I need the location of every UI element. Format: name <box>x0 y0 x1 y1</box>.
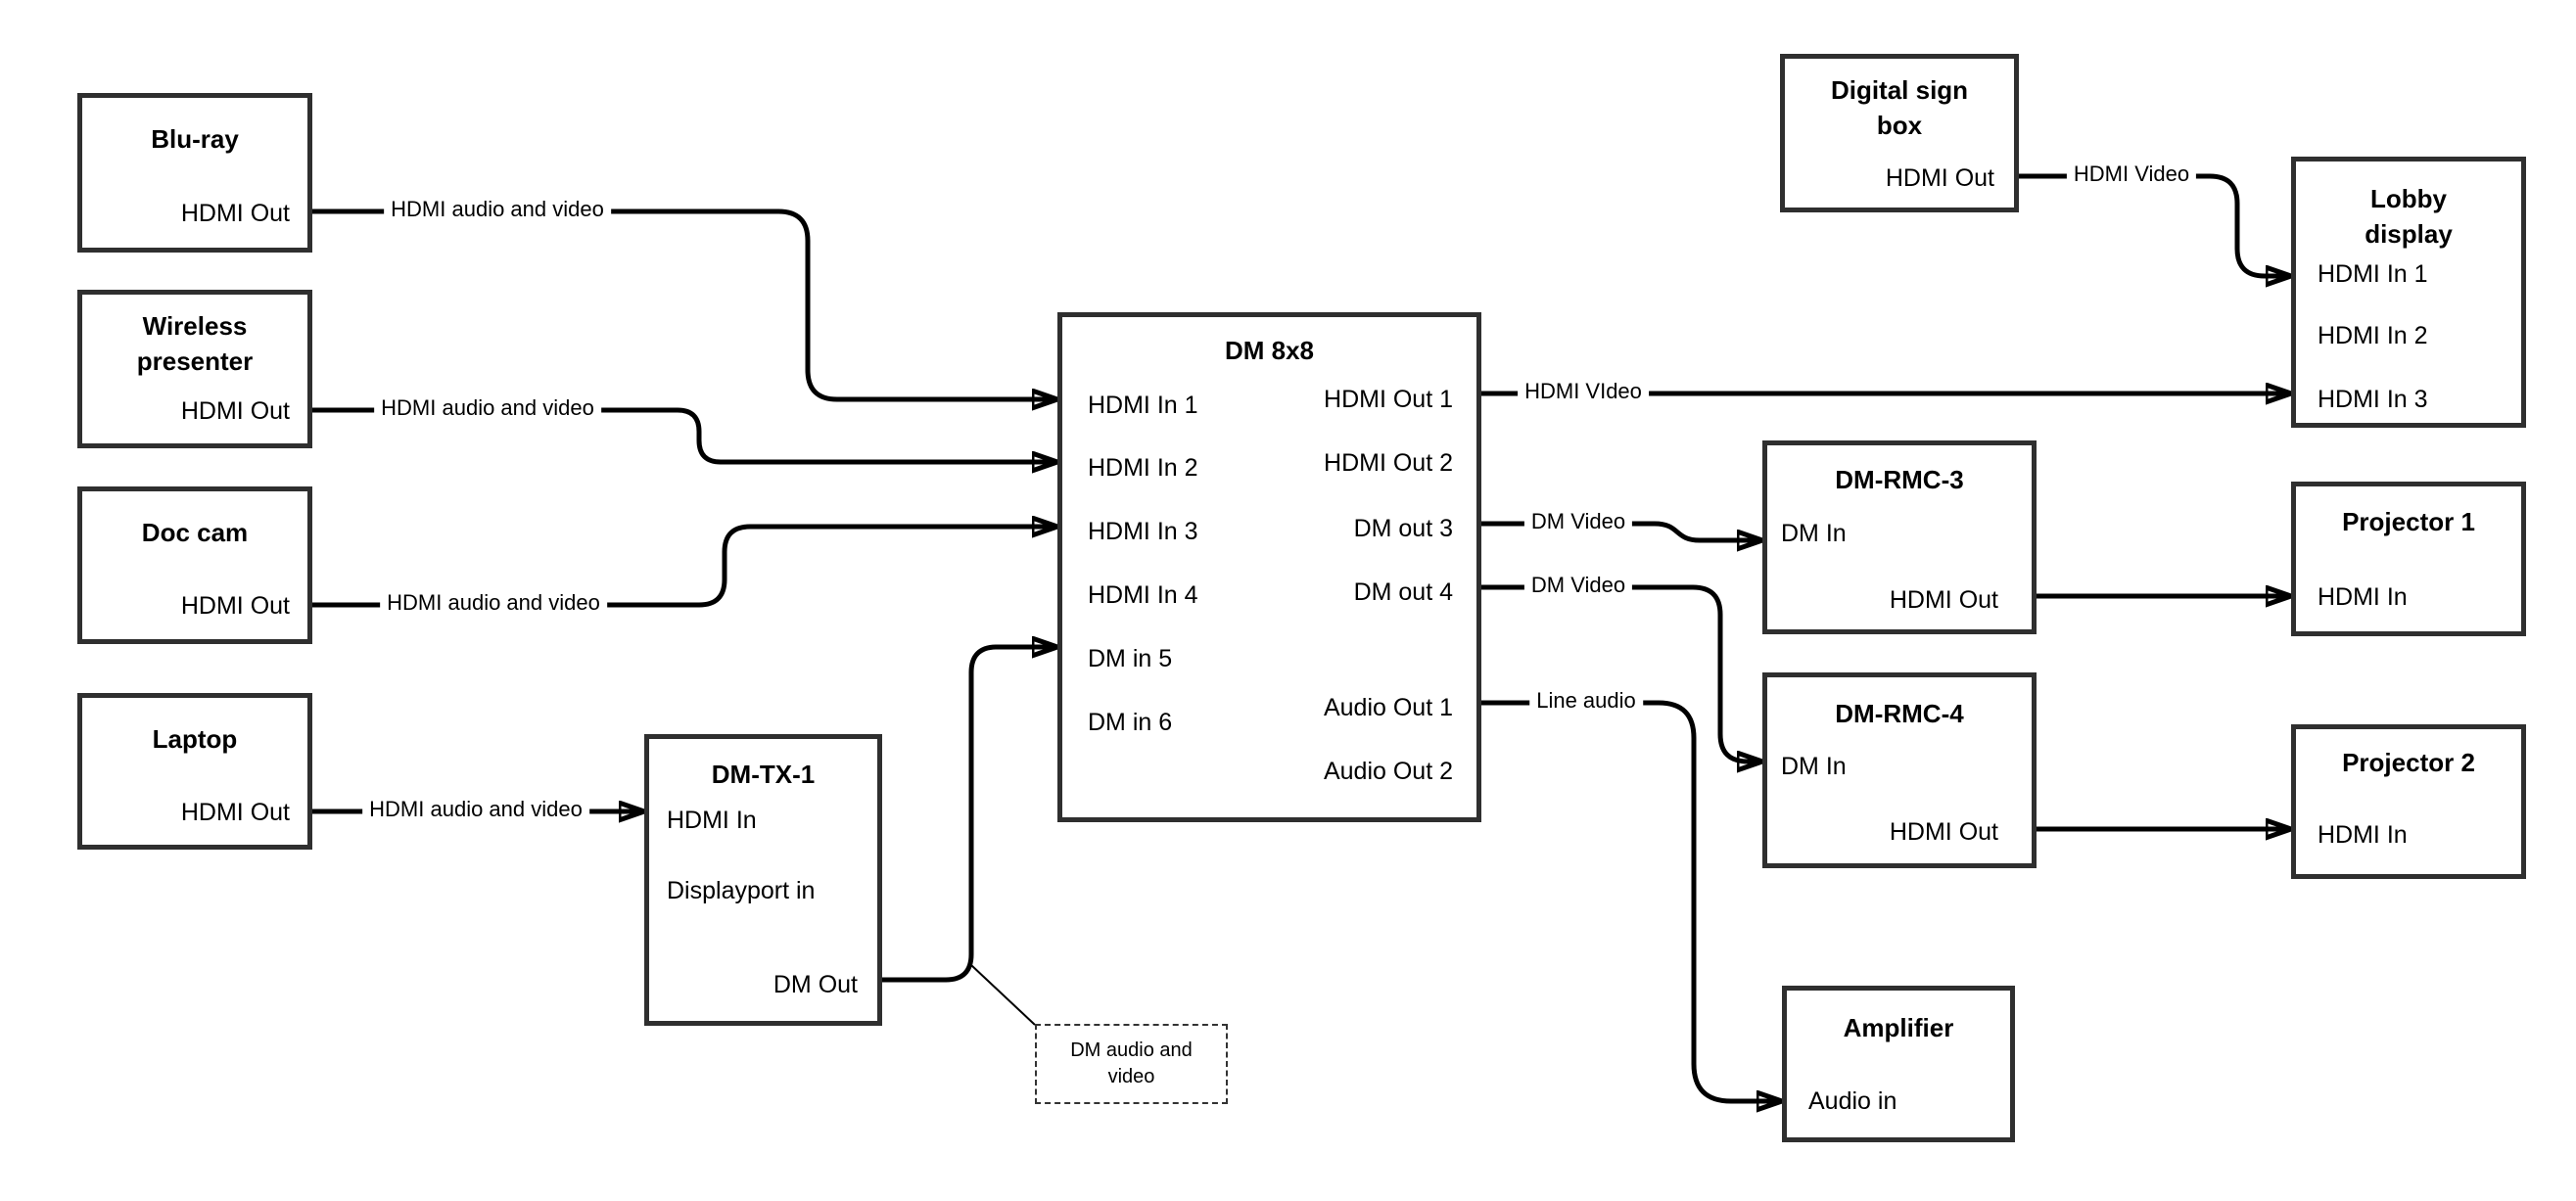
port-hdmi-out: HDMI Out <box>180 592 290 620</box>
port-hdmi-in-2: HDMI In 2 <box>2318 322 2428 349</box>
port-hdmi-out-2: HDMI Out 2 <box>1324 449 1453 477</box>
node-title: DM-TX-1 <box>711 760 816 789</box>
port-dm-in-6: DM in 6 <box>1088 709 1173 736</box>
port-audio-out-2: Audio Out 2 <box>1323 758 1453 785</box>
node-projector-2: Projector 2 HDMI In <box>2291 724 2526 879</box>
port-hdmi-in-3: HDMI In 3 <box>1088 518 1198 545</box>
port-hdmi-out-1: HDMI Out 1 <box>1324 386 1453 413</box>
port-hdmi-in-1: HDMI In 1 <box>2318 260 2428 288</box>
wire-label-hdmi-av-bluray: HDMI audio and video <box>384 197 611 222</box>
port-dm-in: DM In <box>1781 753 1847 780</box>
node-dm-rmc-4: DM-RMC-4 DM In HDMI Out <box>1762 672 2037 868</box>
port-dm-out-4: DM out 4 <box>1353 578 1453 606</box>
note-dm-audio-video: DM audio and video <box>1035 1024 1228 1104</box>
wire-wireless-to-dm8x8-in2 <box>312 407 1057 462</box>
port-displayport-in: Displayport in <box>667 877 816 904</box>
wire-dmtx1-to-dm8x8-in5 <box>882 647 1057 983</box>
wire-label-hdmi-video-digitalsign: HDMI Video <box>2066 162 2197 187</box>
port-audio-in: Audio in <box>1808 1087 1897 1115</box>
note-leader-line <box>970 964 1036 1026</box>
wire-label-hdmi-av-laptop: HDMI audio and video <box>362 797 589 822</box>
node-projector-1: Projector 1 HDMI In <box>2291 482 2526 636</box>
node-lobby-display: Lobby display HDMI In 1 HDMI In 2 HDMI I… <box>2291 157 2526 428</box>
wire-label-hdmi-video-out1: HDMI VIdeo <box>1518 379 1649 404</box>
node-title: Projector 1 <box>2342 507 2475 536</box>
node-wireless-presenter: Wireless presenter HDMI Out <box>77 290 312 448</box>
port-audio-out-1: Audio Out 1 <box>1323 694 1453 721</box>
node-digital-sign-box: Digital sign box HDMI Out <box>1780 54 2019 212</box>
port-hdmi-in: HDMI In <box>2318 821 2408 849</box>
node-title: Doc cam <box>141 518 249 547</box>
wire-label-dm-video-out4: DM Video <box>1523 573 1633 598</box>
node-amplifier: Amplifier Audio in <box>1782 986 2015 1142</box>
node-title: DM-RMC-4 <box>1835 699 1964 728</box>
node-title: DM-RMC-3 <box>1835 465 1964 494</box>
port-hdmi-in-3: HDMI In 3 <box>2318 386 2428 413</box>
port-hdmi-out: HDMI Out <box>180 397 290 425</box>
node-dm-8x8: DM 8x8 HDMI In 1 HDMI In 2 HDMI In 3 HDM… <box>1057 312 1481 822</box>
wire-bluray-to-dm8x8-in1 <box>312 208 1057 399</box>
node-dm-tx-1: DM-TX-1 HDMI In Displayport in DM Out <box>644 734 882 1026</box>
wire-dm8x8-out3-to-rmc3 <box>1481 521 1762 540</box>
wire-label-hdmi-av-wireless: HDMI audio and video <box>374 395 601 421</box>
node-title: Amplifier <box>1843 1013 1954 1042</box>
node-title: Projector 2 <box>2342 748 2475 777</box>
port-hdmi-out: HDMI Out <box>180 200 290 227</box>
port-dm-in: DM In <box>1781 520 1847 547</box>
port-dm-out-3: DM out 3 <box>1353 515 1453 542</box>
node-title: DM 8x8 <box>1224 336 1315 365</box>
wire-label-hdmi-av-doccam: HDMI audio and video <box>380 590 607 616</box>
port-hdmi-out: HDMI Out <box>1889 818 1998 846</box>
port-hdmi-in-1: HDMI In 1 <box>1088 392 1198 419</box>
port-hdmi-out: HDMI Out <box>1889 586 1998 614</box>
node-title: Laptop <box>152 724 238 754</box>
port-hdmi-out: HDMI Out <box>180 799 290 826</box>
port-hdmi-in-4: HDMI In 4 <box>1088 581 1198 609</box>
wire-label-line-audio: Line audio <box>1529 688 1643 714</box>
port-hdmi-in: HDMI In <box>667 807 757 834</box>
wire-doccam-to-dm8x8-in3 <box>312 527 1057 608</box>
port-hdmi-in-2: HDMI In 2 <box>1088 454 1198 482</box>
wire-dm8x8-out4-to-rmc4 <box>1481 584 1762 762</box>
node-blu-ray: Blu-ray HDMI Out <box>77 93 312 253</box>
port-hdmi-in: HDMI In <box>2318 583 2408 611</box>
node-laptop: Laptop HDMI Out <box>77 693 312 850</box>
node-doc-cam: Doc cam HDMI Out <box>77 486 312 644</box>
port-hdmi-out: HDMI Out <box>1885 164 1994 192</box>
port-dm-out: DM Out <box>773 971 858 998</box>
node-dm-rmc-3: DM-RMC-3 DM In HDMI Out <box>1762 440 2037 634</box>
wire-label-dm-video-out3: DM Video <box>1523 509 1633 534</box>
node-title: Digital sign box <box>1830 75 1969 140</box>
port-dm-in-5: DM in 5 <box>1088 645 1173 672</box>
node-title: Blu-ray <box>151 124 239 154</box>
node-title: Wireless presenter <box>136 311 254 376</box>
wire-dm8x8-audio1-to-amplifier <box>1481 700 1782 1101</box>
wire-digitalsign-to-lobby-in1 <box>2019 173 2291 276</box>
node-title: Lobby display <box>2365 184 2453 249</box>
